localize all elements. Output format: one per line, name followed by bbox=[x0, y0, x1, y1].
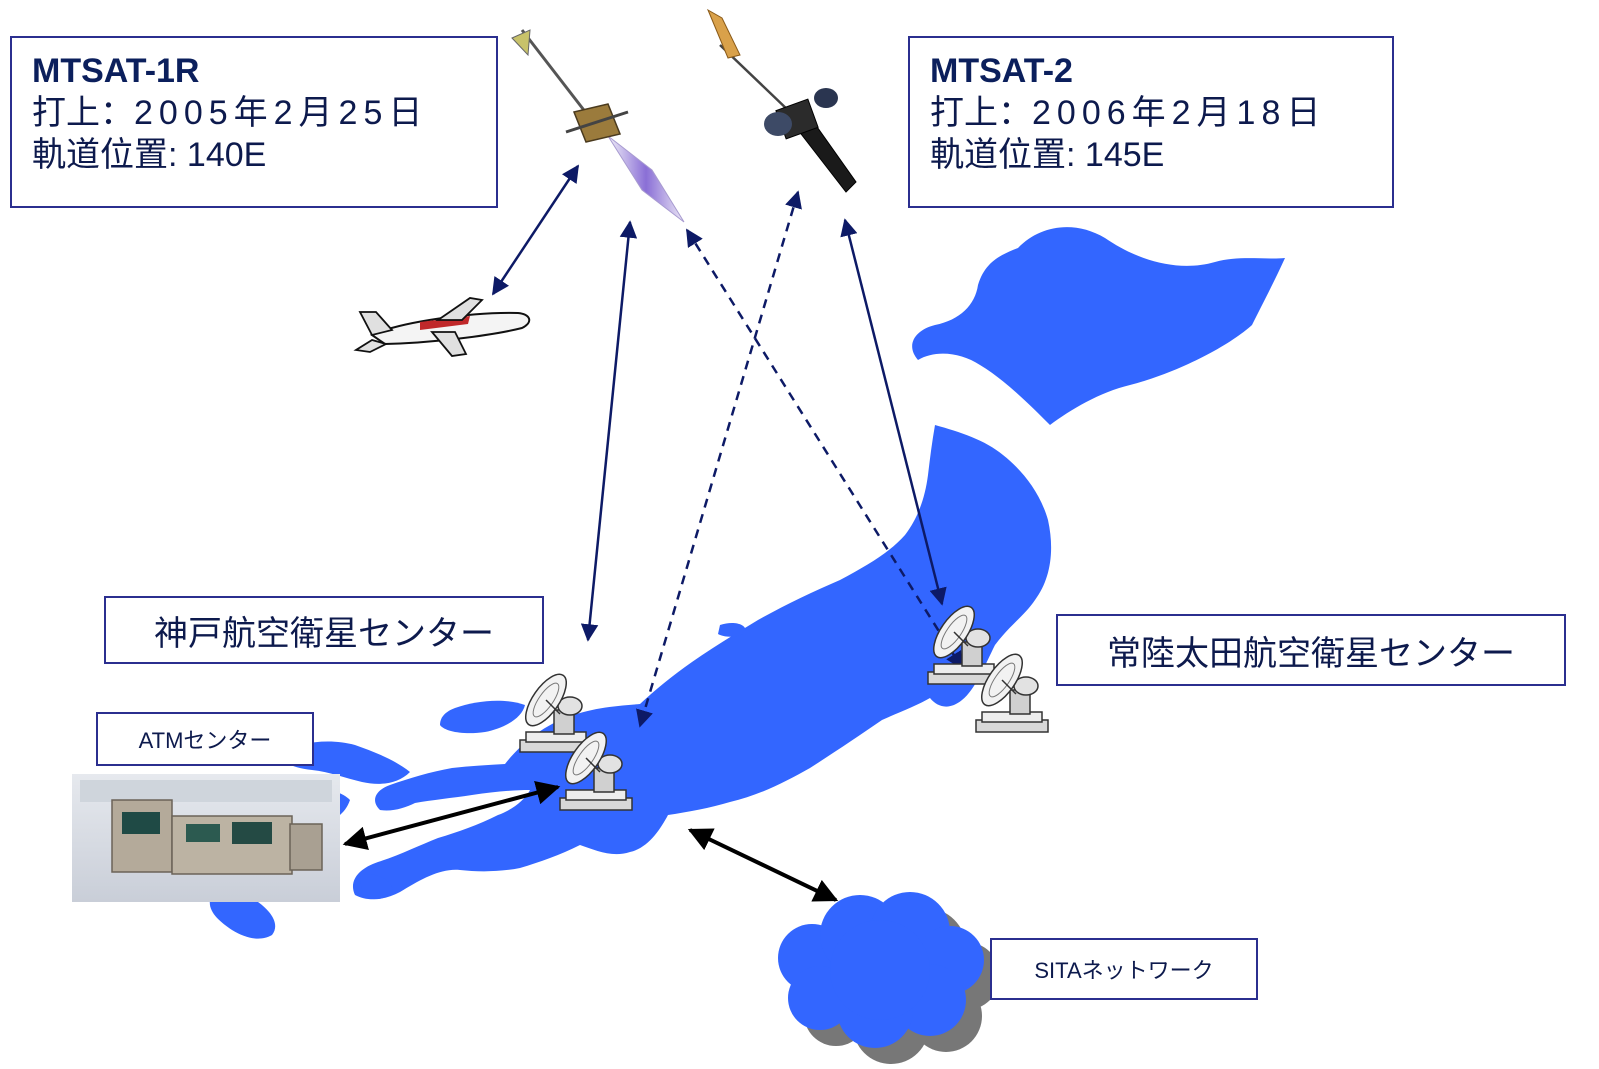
link-mtsat1r-airplane bbox=[491, 164, 580, 296]
launch-label: 打上： bbox=[930, 94, 1032, 132]
launch-line: 打上：2006年2月18日 bbox=[930, 92, 1372, 134]
cloud-icon bbox=[778, 892, 1000, 1064]
orbit-line: 軌道位置: 145E bbox=[930, 134, 1372, 176]
airplane-icon bbox=[353, 297, 531, 357]
atm-center-label: ATMセンター bbox=[96, 712, 314, 766]
satellite-icon bbox=[706, 8, 857, 193]
launch-date: 2005年2月25日 bbox=[134, 94, 429, 132]
link-atm-kobe bbox=[342, 780, 561, 851]
console-photo bbox=[72, 774, 340, 902]
hitachiota-station-label: 常陸太田航空衛星センター bbox=[1056, 614, 1566, 686]
orbit-label: 軌道位置: bbox=[32, 136, 187, 174]
kobe-station-label: 神戸航空衛星センター bbox=[104, 596, 544, 664]
link-kobe-sita bbox=[687, 828, 839, 902]
ground-links bbox=[342, 780, 839, 902]
launch-line: 打上：2005年2月25日 bbox=[32, 92, 476, 134]
launch-label: 打上： bbox=[32, 94, 134, 132]
satellite-links bbox=[491, 164, 964, 728]
satellite-icon bbox=[511, 29, 685, 223]
sita-network-label: SITAネットワーク bbox=[990, 938, 1258, 1000]
orbit-line: 軌道位置: 140E bbox=[32, 134, 476, 176]
link-mtsat2-kobe-dashed bbox=[636, 190, 802, 728]
link-mtsat2-hitachiota bbox=[840, 218, 947, 606]
orbit-label: 軌道位置: bbox=[930, 136, 1085, 174]
satellite-name: MTSAT-2 bbox=[930, 52, 1073, 90]
mtsat-1r-info-box: MTSAT-1R 打上：2005年2月25日 軌道位置: 140E bbox=[10, 36, 498, 208]
link-mtsat1r-kobe bbox=[580, 220, 638, 642]
launch-date: 2006年2月18日 bbox=[1032, 94, 1327, 132]
mtsat-2-info-box: MTSAT-2 打上：2006年2月18日 軌道位置: 145E bbox=[908, 36, 1394, 208]
orbit-position: 140E bbox=[186, 136, 267, 174]
orbit-position: 145E bbox=[1084, 136, 1165, 174]
satellite-name: MTSAT-1R bbox=[32, 52, 200, 90]
